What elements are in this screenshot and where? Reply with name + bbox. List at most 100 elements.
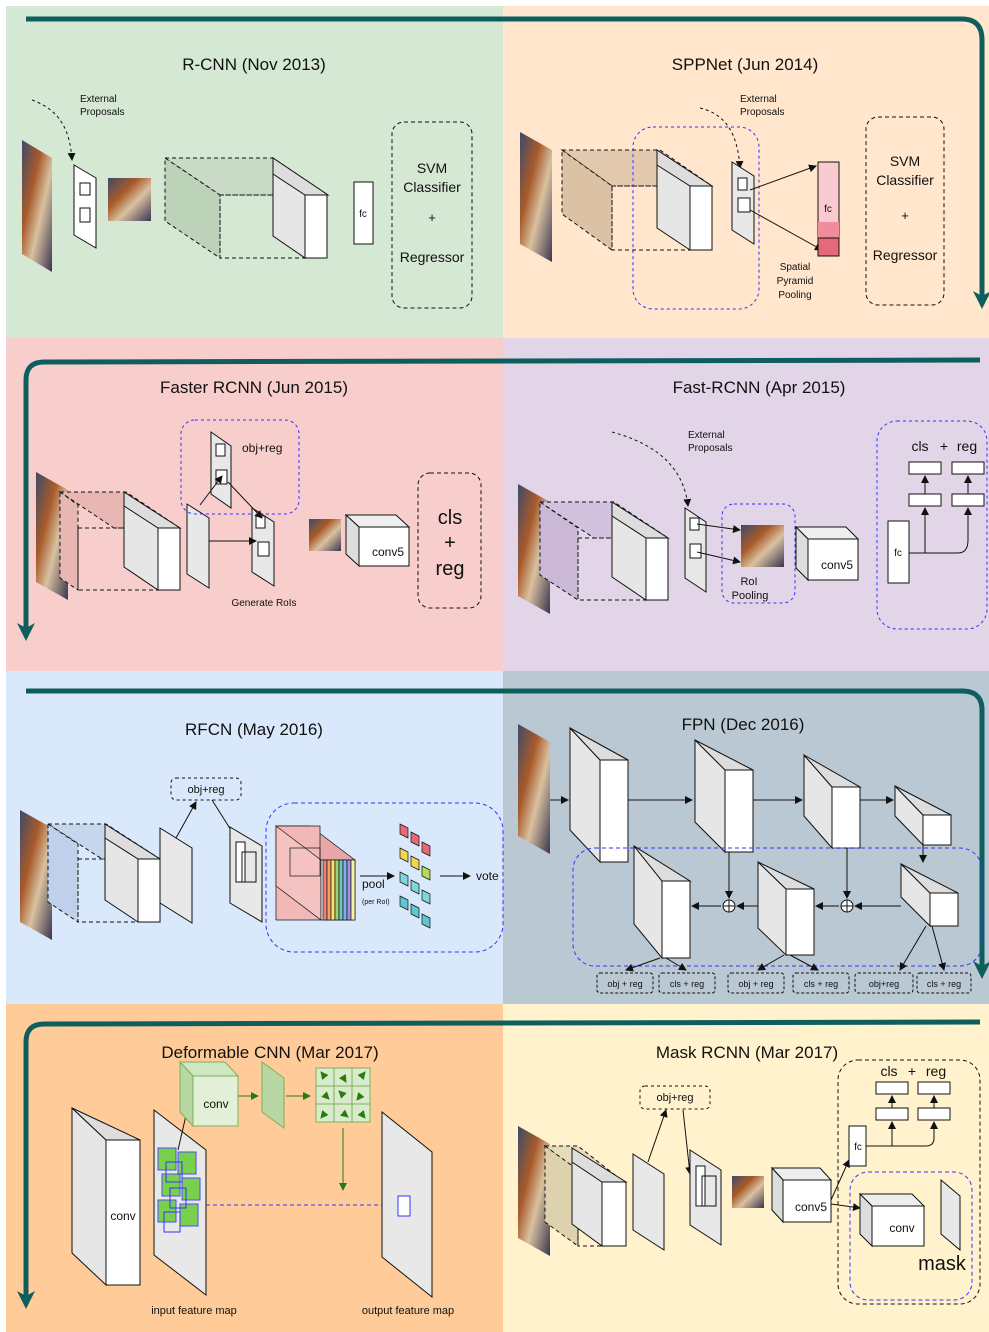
fpn-head-3: obj + reg [738,979,773,989]
mask-rcnn-mask-plane [940,1178,961,1252]
mask-rcnn-roi-plane [689,1149,722,1246]
fast-rcnn-cls: cls [911,438,928,454]
rcnn-input-image [22,140,52,272]
rfcn-roi-plane [229,826,263,923]
mask-rcnn-arrow-down [682,1109,694,1175]
rfcn-objreg-label: obj+reg [187,784,224,796]
fpn-head-arrows [625,925,947,972]
mask-rcnn-cnn-block [543,1145,628,1247]
mask-rcnn-heads-region [837,1059,981,1305]
mask-rcnn-plus: + [908,1063,916,1079]
fpn-lateral-arrows [691,845,927,910]
mask-rcnn-cls: cls [880,1063,897,1079]
fpn-top-down-pathway [633,844,959,960]
faster-rcnn-rpn-region [180,419,300,515]
faster-rcnn-objreg-label: obj+reg [242,441,282,455]
fpn-sum-nodes [722,899,854,913]
rfcn-pooled-grid [399,823,431,929]
mask-rcnn-conv-label: conv [889,1221,914,1235]
faster-rcnn-plus: + [444,532,456,554]
fpn-head-5: obj+reg [869,979,899,989]
rcnn-svm-box [391,121,473,309]
rcnn-fc-label: fc [359,209,367,220]
mask-rcnn-mask-conv-box [858,1192,926,1248]
mask-rcnn-head-arrows [830,1095,938,1212]
flow-arrows [17,16,989,1309]
mask-rcnn-mask-region [849,1171,973,1301]
faster-rcnn-arrow-rpn-roi [227,481,263,519]
fast-rcnn-cnn-block [538,501,670,601]
deformable-sampling-grid [157,1147,201,1233]
rcnn-svm-line3: Regressor [400,249,465,265]
mask-rcnn-arrow-up [647,1109,668,1163]
sppnet-shared-region [632,126,760,310]
rfcn-pool-label: pool [362,877,385,891]
rfcn-score-region [265,802,504,953]
mask-rcnn-title: Mask RCNN (Mar 2017) [656,1043,838,1062]
sppnet-svm-box [865,116,945,306]
fast-rcnn-arrow-down [696,551,741,565]
fpn-head-6: cls + reg [927,979,961,989]
fpn-head-2: cls + reg [670,979,704,989]
sppnet-spp-line1: Spatial [780,262,811,273]
fast-rcnn-head-arrows [909,475,972,554]
flow-arrow-row2 [17,357,981,641]
deformable-conv-big-label: conv [110,1209,135,1223]
flow-arrow-row4 [17,1019,981,1309]
mask-rcnn-head-boxes [875,1081,951,1121]
deformable-conv-label: conv [203,1097,228,1111]
sppnet-svm-line1: SVM [890,153,920,169]
deformable-offset-arrows [320,1071,366,1119]
rcnn-proposal-plane [73,164,97,249]
faster-rcnn-arrow-up [199,475,223,506]
fpn-head-boxes [596,972,972,994]
faster-rcnn-conv5-box [344,513,411,568]
sppnet-arrow-down [749,209,823,251]
sppnet-title: SPPNet (Jun 2014) [672,55,818,74]
rfcn-objreg-box [170,777,242,801]
fast-rcnn-proposal-arrow [611,431,692,507]
faster-rcnn-generate-label: Generate RoIs [231,598,296,609]
flow-arrow-row3 [26,688,989,979]
fast-rcnn-title: Fast-RCNN (Apr 2015) [673,378,846,397]
sppnet-fc-label: fc [824,204,832,215]
rcnn-svm-line2: Classifier [403,179,461,195]
fast-rcnn-fc-label: fc [894,548,902,559]
fast-rcnn-feature-plane [684,507,707,593]
rfcn-vote-label: vote [476,869,499,883]
mask-rcnn-objreg-box [639,1085,711,1110]
rfcn-feature-map [159,827,193,924]
sppnet-svm-line2: Classifier [876,172,934,188]
mask-rcnn-fc-label: fc [854,1142,862,1153]
deformable-title: Deformable CNN (Mar 2017) [161,1043,378,1062]
sppnet-feature-plane [731,161,755,245]
deformable-offset-field [261,1061,285,1129]
fast-rcnn-arrow-up [696,523,741,533]
fpn-head-1: obj + reg [607,979,642,989]
faster-rcnn-reg: reg [436,558,465,580]
faster-rcnn-feature-map [186,503,210,589]
mask-rcnn-mask-label: mask [918,1253,967,1275]
sppnet-svm-line3: Regressor [873,247,938,263]
rcnn-proposal-arrow [31,99,76,161]
sppnet-svm-plus: + [901,208,909,223]
rcnn-svm-line1: SVM [417,160,447,176]
mask-rcnn-reg: reg [926,1063,946,1079]
sppnet-spp-line3: Pooling [778,290,811,301]
deformable-input-label: input feature map [151,1305,237,1317]
rfcn-cnn-block [46,823,162,923]
sppnet-spp-line2: Pyramid [777,276,814,287]
faster-rcnn-head-box [417,472,482,609]
deformable-output-cell [397,1195,411,1217]
fast-rcnn-conv5-label: conv5 [821,558,853,572]
rfcn-input-image [20,810,52,940]
mask-rcnn-objreg-label: obj+reg [656,1092,693,1104]
rcnn-fc-box [353,181,374,245]
rfcn-title: RFCN (May 2016) [185,720,323,739]
faster-rcnn-conv5-label: conv5 [372,545,404,559]
rcnn-title: R-CNN (Nov 2013) [182,55,326,74]
